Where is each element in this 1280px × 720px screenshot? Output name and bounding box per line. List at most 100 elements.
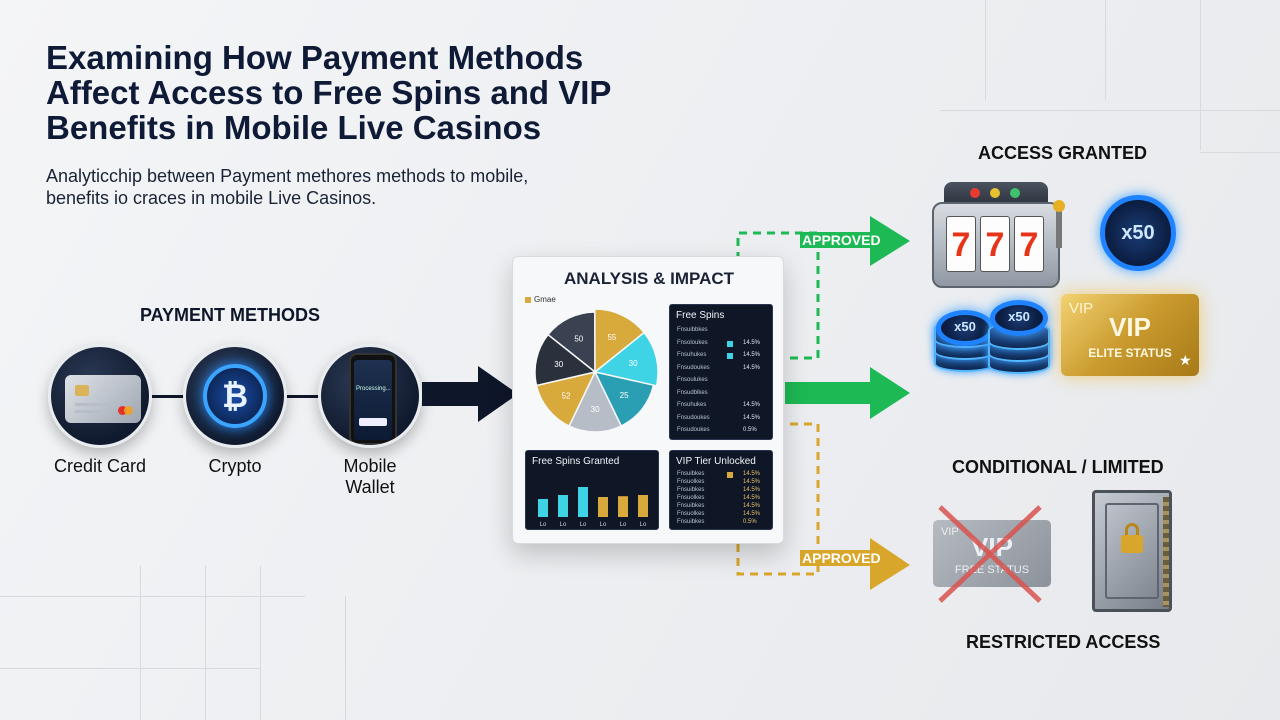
crypto-node[interactable]: ₿ [183, 344, 287, 448]
dashed-flow-green [736, 231, 820, 360]
title-line: Examining How Payment Methods [46, 39, 584, 76]
casino-chip-icon: x50 [1100, 195, 1176, 271]
vip-status-label: ELITE STATUS [1088, 346, 1172, 360]
casino-chip-icon: x50 [990, 300, 1048, 336]
bar [638, 495, 648, 517]
grid-line [940, 110, 1280, 111]
vip-elite-card: VIP VIP ELITE STATUS ★ [1061, 294, 1199, 376]
pie-slice-label: 30 [591, 405, 600, 414]
solid-flow-green [785, 382, 875, 404]
access-granted-label: ACCESS GRANTED [978, 143, 1148, 163]
row-value: 14.5% [743, 503, 761, 509]
slot-lever [1056, 208, 1062, 248]
row-label: Fnsoulukes [677, 377, 708, 383]
cross-out-icon [938, 505, 1042, 603]
row-value: 14.5% [743, 495, 761, 501]
legend-label: Gmae [534, 295, 556, 304]
legend-key: Gmae [525, 295, 556, 304]
card-logo-circle [124, 406, 133, 415]
row-value: 14.5% [743, 487, 761, 493]
pie-slice-label: 30 [554, 360, 563, 369]
mobile-wallet-node[interactable]: Processing... [318, 344, 422, 448]
slot-reel: 7 [980, 216, 1010, 272]
row-label: Fnsuibbkes [677, 327, 708, 333]
slot-knob [1053, 200, 1065, 212]
dashed-flow-gold [736, 422, 820, 576]
grid-line [0, 596, 305, 597]
flow-arrows [736, 216, 910, 590]
grid-line [985, 0, 986, 100]
table-row: Fnsuibkes 14.5% [677, 487, 767, 495]
title-line: Benefits in Mobile Live Casinos [46, 109, 542, 146]
row-label: Fnsuolkes [677, 479, 705, 485]
bar-label: Lo [580, 522, 587, 528]
panel-title: ANALYSIS & IMPACT [563, 269, 735, 288]
casino-chip-icon: x50 [936, 310, 994, 346]
bar [538, 499, 548, 517]
grid-line [140, 566, 141, 720]
pie-slice-label: 25 [620, 391, 629, 400]
slot-reel: 7 [946, 216, 976, 272]
chain-icon [1163, 497, 1169, 607]
vip-small-label: VIP [1069, 300, 1094, 317]
arrow-head-green [870, 216, 910, 266]
slot-light [1010, 188, 1020, 198]
bar-label: Lo [640, 522, 647, 528]
row-label: Fnsuhukes [677, 352, 707, 358]
vault-inner [1105, 503, 1159, 599]
grid-line [1200, 0, 1201, 150]
bitcoin-icon: ₿ [203, 364, 267, 428]
payment-methods-label: PAYMENT METHODS [140, 305, 321, 325]
grid-line [1200, 152, 1280, 153]
vip-big-label: VIP [1109, 312, 1151, 342]
row-swatch [727, 340, 733, 347]
grid-line [345, 596, 346, 720]
grid-line [0, 668, 260, 669]
pie-slice [546, 311, 596, 374]
grid-line [1105, 0, 1106, 100]
bar-label: Lo [560, 522, 567, 528]
row-label: Fnsudoukes [677, 364, 710, 371]
row-value: 14.5% [743, 364, 761, 371]
free-spins-chart-title: Free Spins Granted [532, 456, 620, 467]
bar-label: Lo [540, 522, 547, 528]
padlock-icon [1121, 535, 1143, 553]
bar [618, 496, 628, 517]
pie-slice-label: 30 [629, 359, 638, 368]
sparkle-icon: ★ [1179, 352, 1192, 368]
table-row: Fnsoulukes [677, 377, 767, 385]
pie-slice-label: 55 [607, 333, 616, 342]
row-label: Fnsuolkes [677, 511, 705, 517]
restricted-label: RESTRICTED ACCESS [966, 632, 1161, 652]
row-label: Fnsuolkes [677, 495, 705, 501]
vault-door-icon [1092, 490, 1172, 612]
slot-reel: 7 [1014, 216, 1044, 272]
bar [558, 495, 568, 517]
row-label: Fnsuibkes [677, 503, 705, 509]
table-row: Fnsuibbkes [677, 327, 767, 335]
row-label: Fnsuibkes [677, 487, 705, 493]
row-value: 14.5% [743, 352, 761, 358]
vip-small-label: VIP [941, 526, 959, 538]
pie-slice [535, 370, 597, 428]
credit-card-node[interactable] [48, 344, 152, 448]
table-row: Fnsuolkes 14.5% [677, 495, 767, 503]
table-row: Fnsuibkes 14.5% [677, 503, 767, 511]
page-title: Examining How Payment Methods Affect Acc… [46, 40, 686, 145]
card-chip [75, 385, 89, 396]
card-logo-circle [118, 406, 127, 415]
grid-line [260, 566, 261, 720]
slot-light [990, 188, 1000, 198]
title-line: Affect Access to Free Spins and VIP [46, 74, 612, 111]
slot-light [970, 188, 980, 198]
subtitle-line: benefits io craces in mobile Live Casino… [46, 188, 377, 208]
mobile-phone-icon: Processing... [349, 353, 397, 445]
